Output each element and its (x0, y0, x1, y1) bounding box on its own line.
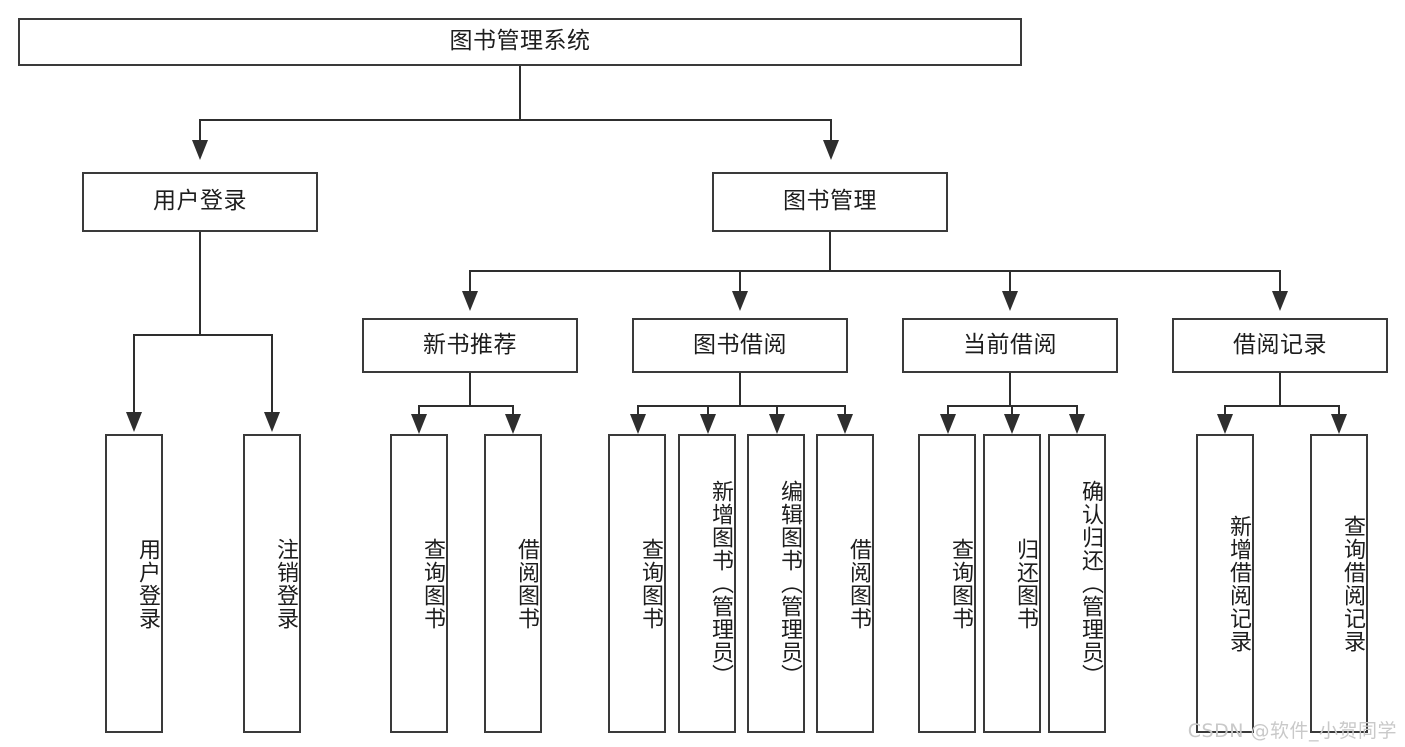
leaf-book-borrow-3[interactable]: 借阅图书 (816, 434, 874, 733)
edge-br-stem (1279, 373, 1281, 406)
arrow-bm-to-borrow-records (1272, 291, 1288, 311)
arrow-cb-leaf-1 (1004, 414, 1020, 434)
arrow-bb-leaf-2 (769, 414, 785, 434)
node-book-borrow[interactable]: 图书借阅 (632, 318, 848, 373)
node-borrow-records[interactable]: 借阅记录 (1172, 318, 1388, 373)
edge-br-drop-0 (1224, 405, 1226, 417)
edge-br-bus (1224, 405, 1339, 407)
leaf-book-borrow-0[interactable]: 查询图书 (608, 434, 666, 733)
edge-root-to-user-login (199, 119, 201, 142)
edge-nbr-stem (469, 373, 471, 406)
node-current-borrow[interactable]: 当前借阅 (902, 318, 1118, 373)
leaf-label: 借阅图书 (514, 537, 539, 630)
edge-bb-bus (637, 405, 845, 407)
arrow-bb-leaf-1 (700, 414, 716, 434)
leaf-label: 借阅图书 (846, 537, 871, 630)
edge-root-to-book-management (830, 119, 832, 142)
leaf-user-login-1[interactable]: 注销登录 (243, 434, 301, 733)
arrow-root-to-book-management (823, 140, 839, 160)
leaf-label: 查询借阅记录 (1340, 514, 1365, 653)
arrow-nbr-leaf-0 (411, 414, 427, 434)
edge-root-stem (519, 66, 521, 120)
node-label: 当前借阅 (963, 331, 1057, 358)
edge-bb-stem (739, 373, 741, 406)
edge-bb-drop-3 (844, 405, 846, 417)
leaf-current-borrow-2[interactable]: 确认归还（管理员） (1048, 434, 1106, 733)
edge-root-bus (199, 119, 831, 121)
arrow-bb-leaf-0 (630, 414, 646, 434)
edge-cb-drop-2 (1076, 405, 1078, 417)
edge-book-management-bus (469, 270, 1281, 272)
edge-cb-drop-0 (947, 405, 949, 417)
leaf-label: 归还图书 (1013, 537, 1038, 630)
node-label: 用户登录 (153, 188, 247, 215)
leaf-borrow-records-1[interactable]: 查询借阅记录 (1310, 434, 1368, 733)
node-label: 新书推荐 (423, 331, 517, 358)
node-book-management[interactable]: 图书管理 (712, 172, 948, 232)
leaf-new-book-recommend-1[interactable]: 借阅图书 (484, 434, 542, 733)
node-label: 图书管理系统 (449, 28, 591, 55)
arrow-user-login-leaf-0 (126, 412, 142, 432)
edge-nbr-drop-1 (512, 405, 514, 417)
leaf-label: 注销登录 (273, 537, 298, 630)
arrow-cb-leaf-2 (1069, 414, 1085, 434)
edge-bb-drop-1 (707, 405, 709, 417)
edge-user-login-stem (199, 232, 201, 335)
edge-br-drop-1 (1338, 405, 1340, 417)
arrow-nbr-leaf-1 (505, 414, 521, 434)
node-label: 图书借阅 (693, 331, 787, 358)
edge-book-management-stem (829, 232, 831, 271)
node-user-login[interactable]: 用户登录 (82, 172, 318, 232)
edge-cb-drop-1 (1011, 405, 1013, 417)
leaf-current-borrow-0[interactable]: 查询图书 (918, 434, 976, 733)
leaf-new-book-recommend-0[interactable]: 查询图书 (390, 434, 448, 733)
arrow-user-login-leaf-1 (264, 412, 280, 432)
leaf-label: 查询图书 (638, 537, 663, 630)
node-label: 借阅记录 (1233, 331, 1327, 358)
arrow-br-leaf-0 (1217, 414, 1233, 434)
leaf-borrow-records-0[interactable]: 新增借阅记录 (1196, 434, 1254, 733)
edge-bm-drop-3 (1279, 270, 1281, 292)
edge-bm-drop-2 (1009, 270, 1011, 292)
edge-bm-drop-0 (469, 270, 471, 292)
leaf-label: 编辑图书（管理员） (777, 480, 802, 687)
leaf-label: 新增借阅记录 (1226, 514, 1251, 653)
arrow-root-to-user-login (192, 140, 208, 160)
leaf-book-borrow-2[interactable]: 编辑图书（管理员） (747, 434, 805, 733)
watermark: CSDN @软件_小贺同学 (1187, 720, 1397, 742)
edge-nbr-drop-0 (418, 405, 420, 417)
leaf-label: 确认归还（管理员） (1078, 480, 1103, 687)
leaf-label: 用户登录 (135, 537, 160, 630)
edge-user-login-drop-0 (133, 334, 135, 414)
edge-bb-drop-0 (637, 405, 639, 417)
arrow-bm-to-book-borrow (732, 291, 748, 311)
leaf-label: 新增图书（管理员） (708, 480, 733, 687)
arrow-br-leaf-1 (1331, 414, 1347, 434)
node-label: 图书管理 (783, 188, 877, 215)
leaf-label: 查询图书 (948, 537, 973, 630)
leaf-book-borrow-1[interactable]: 新增图书（管理员） (678, 434, 736, 733)
arrow-cb-leaf-0 (940, 414, 956, 434)
leaf-label: 查询图书 (420, 537, 445, 630)
node-root-book-management-system[interactable]: 图书管理系统 (18, 18, 1022, 66)
arrow-bm-to-new-book-recommend (462, 291, 478, 311)
edge-bm-drop-1 (739, 270, 741, 292)
leaf-user-login-0[interactable]: 用户登录 (105, 434, 163, 733)
arrow-bm-to-current-borrow (1002, 291, 1018, 311)
edge-cb-stem (1009, 373, 1011, 406)
node-new-book-recommend[interactable]: 新书推荐 (362, 318, 578, 373)
arrow-bb-leaf-3 (837, 414, 853, 434)
edge-user-login-bus (133, 334, 272, 336)
edge-nbr-bus (418, 405, 513, 407)
edge-bb-drop-2 (776, 405, 778, 417)
edge-user-login-drop-1 (271, 334, 273, 414)
leaf-current-borrow-1[interactable]: 归还图书 (983, 434, 1041, 733)
